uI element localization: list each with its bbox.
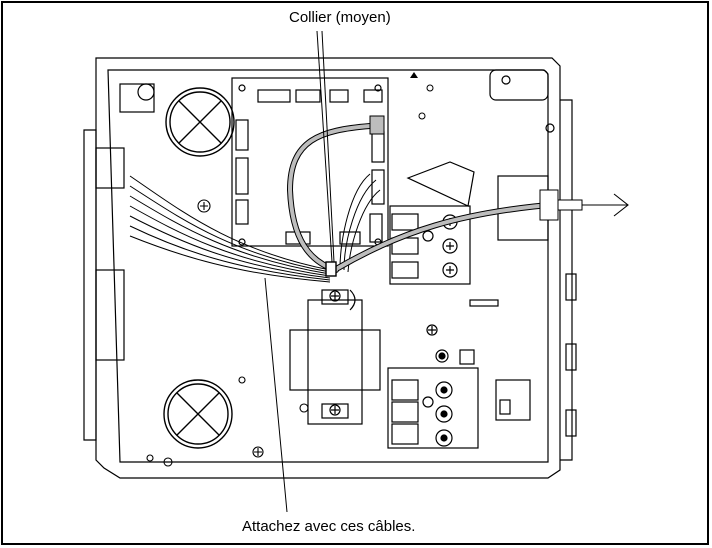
connector [235, 119, 249, 151]
right-hole [545, 123, 555, 133]
cable-tie [325, 261, 337, 277]
leader-line-clamp [321, 30, 335, 263]
right-mount-1 [565, 273, 577, 301]
connector [371, 131, 385, 163]
capacitor-bottom [167, 383, 229, 445]
earth-bracket [495, 379, 531, 421]
left-panel [83, 129, 97, 441]
leader-line-ties [264, 277, 288, 513]
terminal-bracket [406, 161, 475, 207]
leader-line-clamp [316, 30, 333, 263]
chassis-outline [95, 57, 561, 479]
top-right-tab [489, 69, 549, 101]
cable-exit-arrow [582, 193, 629, 217]
connector [363, 89, 383, 103]
power-cable [336, 202, 562, 270]
cable-tie-label: Attachez avec ces câbles. [242, 518, 416, 535]
clamp-label: Collier (moyen) [289, 9, 391, 26]
control-board [231, 77, 389, 247]
left-bracket-top [95, 147, 125, 189]
connector [295, 89, 321, 103]
top-left-bracket [119, 83, 155, 113]
capacitor-top [169, 91, 231, 153]
right-mount-2 [565, 343, 577, 371]
connector [371, 169, 385, 205]
connector [329, 89, 349, 103]
connector [369, 213, 383, 243]
left-bracket-bottom [95, 269, 125, 361]
connector [235, 199, 249, 225]
top-left-knob [137, 83, 155, 101]
sensor-cable [287, 124, 372, 272]
connector [257, 89, 291, 103]
power-block [387, 367, 479, 449]
connector [235, 157, 249, 195]
right-flange [560, 99, 573, 461]
chassis-inner-edge [107, 69, 549, 463]
right-mount-3 [565, 409, 577, 437]
connector [339, 231, 361, 245]
top-right-hole [501, 75, 511, 85]
